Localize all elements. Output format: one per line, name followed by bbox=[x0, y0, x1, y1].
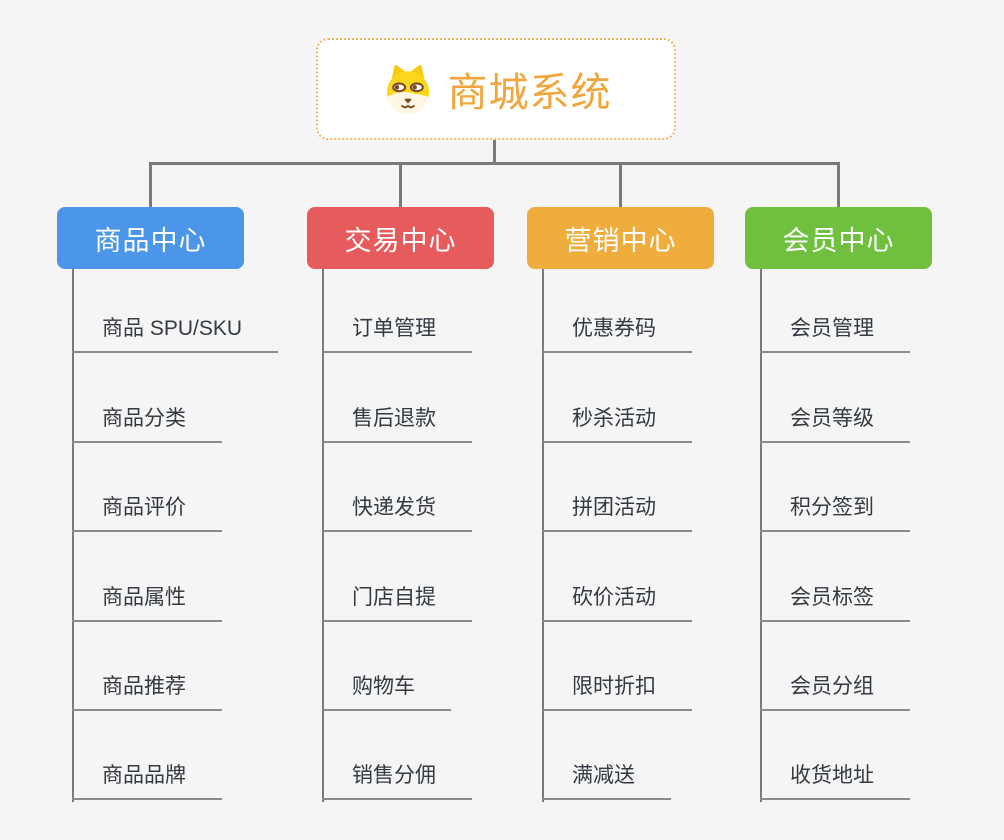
leaf-node[interactable]: 商品分类 bbox=[72, 404, 222, 443]
leaf-node[interactable]: 积分签到 bbox=[760, 493, 910, 532]
connector-line bbox=[493, 140, 496, 165]
branch-node-2[interactable]: 交易中心 bbox=[307, 207, 494, 269]
branch-label: 商品中心 bbox=[94, 225, 207, 256]
connector-line bbox=[72, 269, 74, 802]
connector-line bbox=[149, 162, 840, 165]
leaf-node[interactable]: 商品属性 bbox=[72, 583, 222, 622]
leaf-node[interactable]: 购物车 bbox=[322, 672, 451, 711]
branch-label: 会员中心 bbox=[782, 225, 895, 256]
dog-icon bbox=[386, 65, 429, 114]
root-node[interactable]: 商城系统 bbox=[316, 38, 676, 140]
leaf-node[interactable]: 售后退款 bbox=[322, 404, 472, 443]
leaf-node[interactable]: 销售分佣 bbox=[322, 761, 472, 800]
leaf-node[interactable]: 拼团活动 bbox=[542, 493, 692, 532]
connector-line bbox=[322, 269, 324, 802]
branch-label: 交易中心 bbox=[344, 225, 457, 256]
leaf-node[interactable]: 订单管理 bbox=[322, 314, 472, 353]
branch-node-4[interactable]: 会员中心 bbox=[745, 207, 932, 269]
leaf-node[interactable]: 商品品牌 bbox=[72, 761, 222, 800]
branch-label: 营销中心 bbox=[564, 225, 677, 256]
connector-line bbox=[542, 269, 544, 802]
connector-line bbox=[837, 165, 840, 207]
leaf-node[interactable]: 门店自提 bbox=[322, 583, 472, 622]
leaf-node[interactable]: 会员管理 bbox=[760, 314, 910, 353]
connector-line bbox=[149, 165, 152, 207]
leaf-node[interactable]: 商品 SPU/SKU bbox=[72, 314, 279, 353]
leaf-node[interactable]: 秒杀活动 bbox=[542, 404, 692, 443]
connector-line bbox=[399, 165, 402, 207]
leaf-node[interactable]: 商品推荐 bbox=[72, 672, 222, 711]
branch-node-3[interactable]: 营销中心 bbox=[527, 207, 714, 269]
branch-node-1[interactable]: 商品中心 bbox=[57, 207, 244, 269]
leaf-node[interactable]: 限时折扣 bbox=[542, 672, 692, 711]
leaf-node[interactable]: 满减送 bbox=[542, 761, 671, 800]
leaf-node[interactable]: 优惠券码 bbox=[542, 314, 692, 353]
leaf-node[interactable]: 会员等级 bbox=[760, 404, 910, 443]
leaf-node[interactable]: 会员分组 bbox=[760, 672, 910, 711]
leaf-node[interactable]: 商品评价 bbox=[72, 493, 222, 532]
connector-line bbox=[760, 269, 762, 802]
leaf-node[interactable]: 收货地址 bbox=[760, 761, 910, 800]
leaf-node[interactable]: 砍价活动 bbox=[542, 583, 692, 622]
leaf-node[interactable]: 会员标签 bbox=[760, 583, 910, 622]
root-title: 商城系统 bbox=[447, 71, 612, 115]
connector-line bbox=[619, 165, 622, 207]
leaf-node[interactable]: 快递发货 bbox=[322, 493, 472, 532]
